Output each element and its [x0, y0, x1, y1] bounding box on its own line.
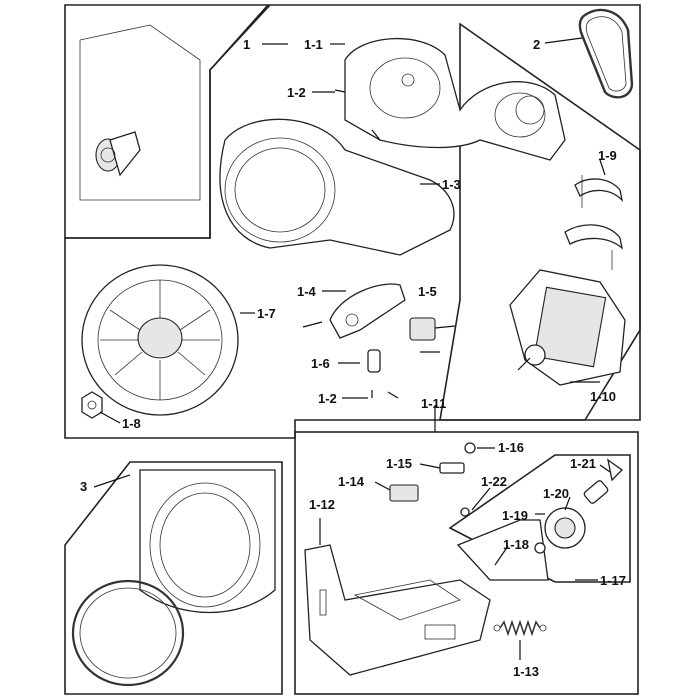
blower-housing-rear: [344, 38, 566, 161]
overview-thumbnail: [79, 24, 201, 201]
label-1-22: 1-22: [481, 474, 507, 489]
label-1-2-top: 1-2: [287, 85, 306, 100]
label-1-10: 1-10: [590, 389, 616, 404]
label-1-17: 1-17: [600, 573, 626, 588]
drive-belt: [578, 8, 634, 99]
label-1-5: 1-5: [418, 284, 437, 299]
motor-clamps: [564, 175, 624, 270]
drive-motor: [509, 269, 626, 386]
label-1-14: 1-14: [338, 474, 365, 489]
label-1-13: 1-13: [513, 664, 539, 679]
label-1: 1: [243, 37, 250, 52]
idler-pulley-assembly: [456, 458, 624, 581]
label-1-7: 1-7: [257, 306, 276, 321]
switch-components: [389, 442, 476, 517]
label-2: 2: [533, 37, 540, 52]
label-1-1: 1-1: [304, 37, 323, 52]
label-1-3: 1-3: [442, 177, 461, 192]
label-1-11: 1-11: [421, 396, 446, 411]
motor-base-bracket: [304, 544, 491, 676]
bracket-assembly-frame: [294, 431, 639, 695]
label-1-6: 1-6: [311, 356, 330, 371]
label-1-8: 1-8: [122, 416, 141, 431]
blower-wheel: [81, 264, 239, 416]
label-1-9: 1-9: [598, 148, 617, 163]
motor-mount-bracket: [302, 89, 456, 399]
label-1-15: 1-15: [386, 456, 412, 471]
label-1-12: 1-12: [309, 497, 335, 512]
idler-spring: [493, 619, 547, 637]
wheel-nut: [81, 391, 103, 419]
blower-housing-front: [219, 118, 455, 256]
motor-subframe: [439, 22, 641, 421]
label-1-4: 1-4: [297, 284, 317, 299]
label-1-20: 1-20: [543, 486, 569, 501]
label-1-21: 1-21: [570, 456, 596, 471]
label-1-18: 1-18: [503, 537, 529, 552]
label-1-19: 1-19: [502, 508, 528, 523]
label-1-2-bottom: 1-2: [318, 391, 337, 406]
front-duct-assembly: [71, 469, 276, 687]
label-1-16: 1-16: [498, 440, 524, 455]
label-3: 3: [80, 479, 87, 494]
leader-lines: [93, 37, 611, 660]
duct-assembly-frame: [64, 461, 283, 695]
